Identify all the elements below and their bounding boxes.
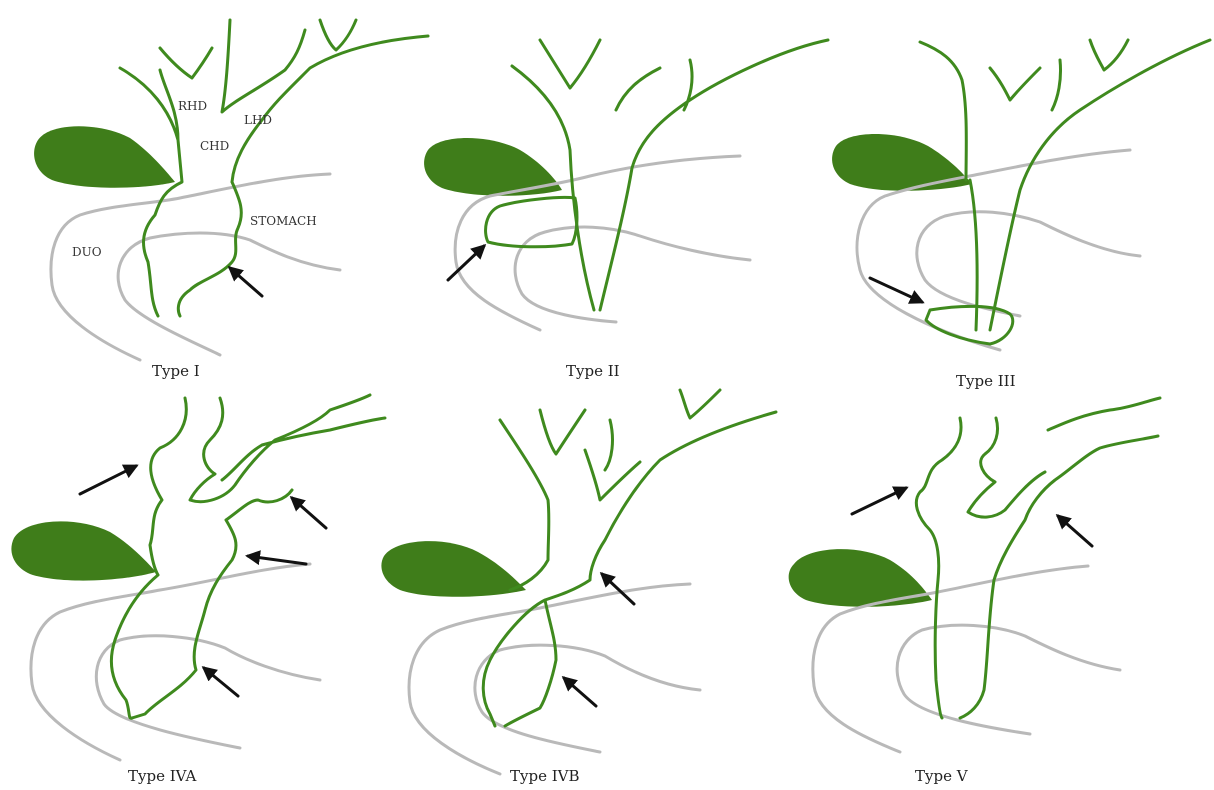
pointer-arrow <box>248 556 306 564</box>
duo-label: DUO <box>72 245 102 259</box>
rhd-label: RHD <box>178 99 207 113</box>
panel-type-v: Type V <box>789 398 1160 785</box>
stomach-outline <box>96 636 320 748</box>
stomach-outline <box>515 227 750 322</box>
gallbladder <box>34 126 175 188</box>
pointer-arrow <box>204 668 238 696</box>
gallbladder <box>381 541 526 597</box>
bile-duct-tree <box>916 398 1160 718</box>
gallbladder <box>832 134 972 191</box>
duodenum-outline <box>409 584 690 774</box>
bile-duct-tree <box>512 40 828 310</box>
bile-duct-tree <box>120 20 428 316</box>
panel-type-i: RHD LHD CHD STOMACH DUO Type I <box>34 20 428 380</box>
chd-label: CHD <box>200 139 229 153</box>
stomach-label: STOMACH <box>250 214 317 228</box>
pointer-arrow <box>1058 516 1092 546</box>
pointer-arrow <box>448 246 484 280</box>
panel-caption: Type I <box>152 362 200 380</box>
bile-duct-tree <box>483 390 776 726</box>
pointer-arrow <box>292 498 326 528</box>
gallbladder <box>11 521 156 580</box>
duodenum-outline <box>51 174 330 360</box>
panel-caption: Type V <box>915 767 969 785</box>
panel-type-ii: Type II <box>424 40 828 380</box>
duodenum-outline <box>31 564 310 760</box>
panel-caption: Type III <box>956 372 1016 390</box>
pointer-arrow <box>80 466 136 494</box>
pointer-arrow <box>852 488 906 514</box>
lhd-label: LHD <box>244 113 272 127</box>
panel-type-ivb: Type IVB <box>381 390 776 785</box>
pointer-arrow <box>564 678 596 706</box>
panel-caption: Type II <box>566 362 620 380</box>
panel-type-iva: Type IVA <box>11 395 385 785</box>
pointer-arrow <box>870 278 922 302</box>
stomach-outline <box>917 212 1140 316</box>
panel-type-iii: Type III <box>832 40 1210 390</box>
pointer-arrow <box>230 268 262 296</box>
panel-caption: Type IVB <box>510 767 580 785</box>
panel-caption: Type IVA <box>128 767 196 785</box>
stomach-outline <box>897 625 1120 734</box>
pointer-arrow <box>602 574 634 604</box>
